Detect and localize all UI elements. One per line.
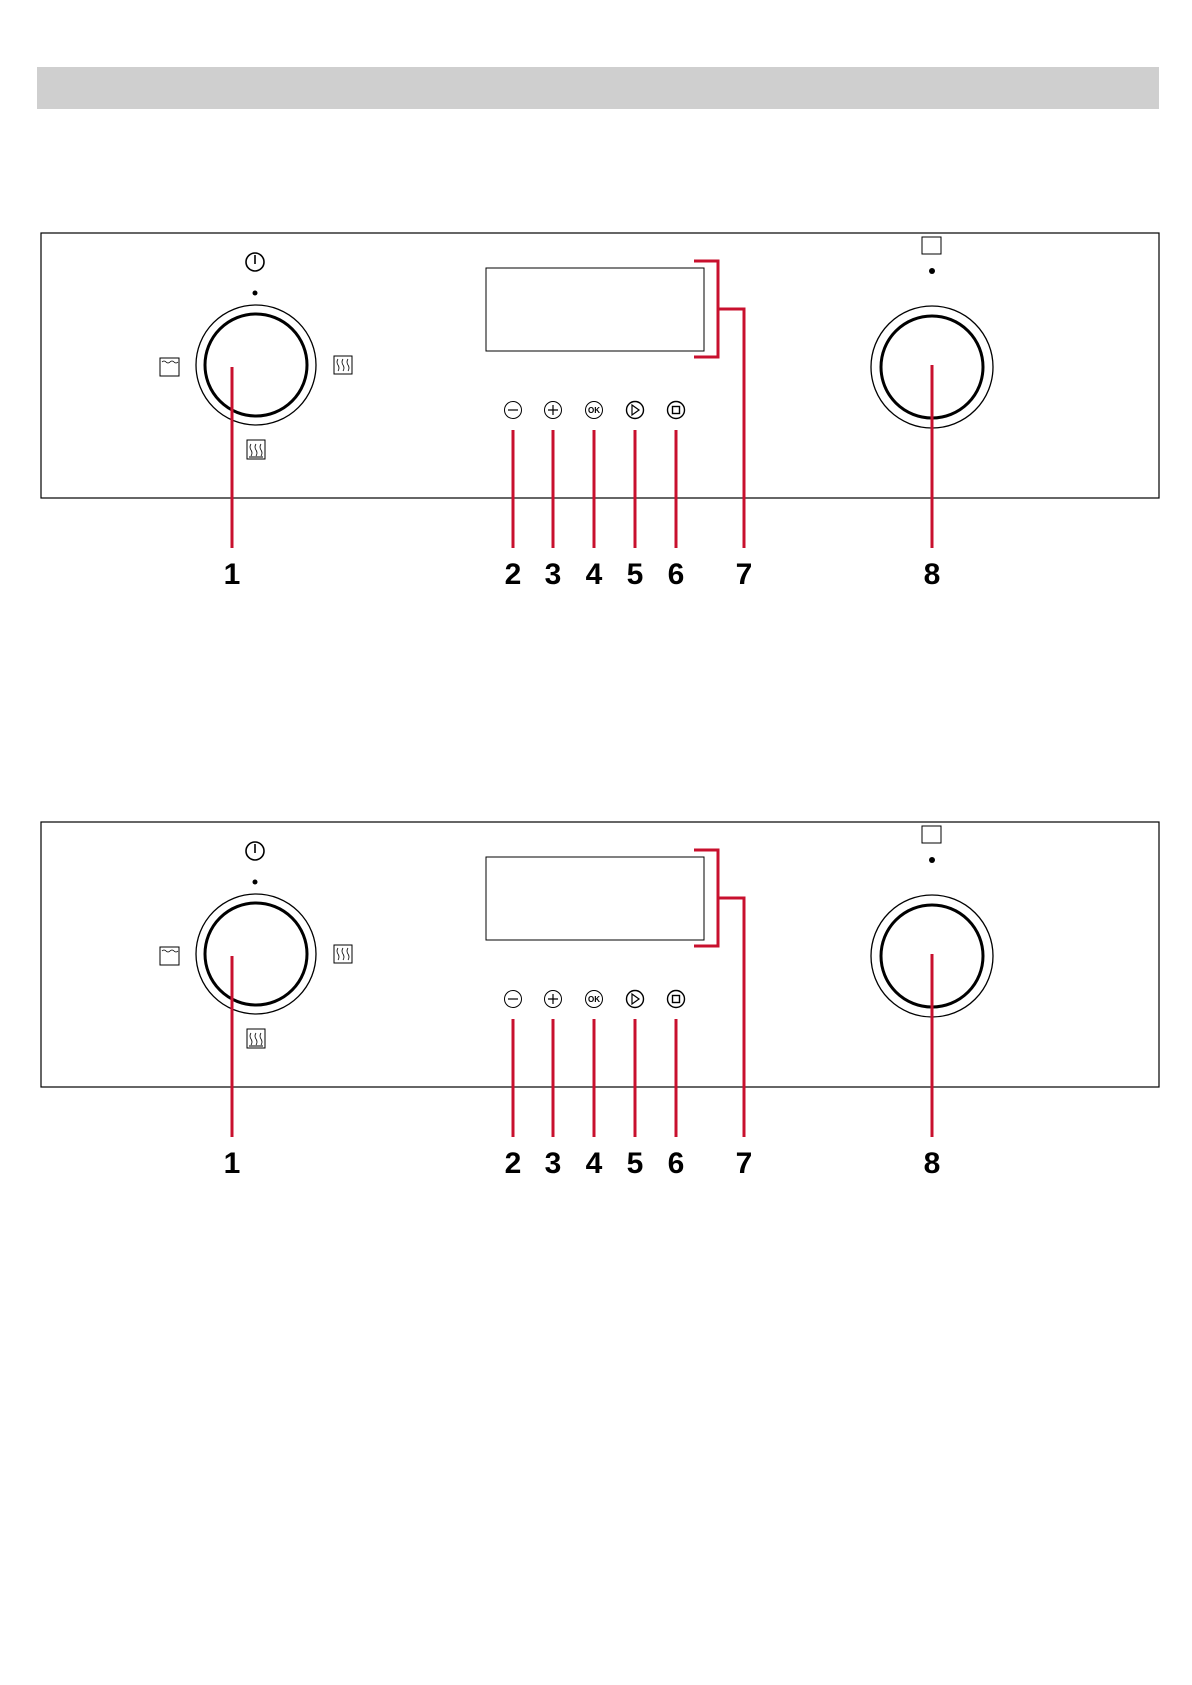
- dial-marker-dot: [929, 857, 935, 863]
- minus-button[interactable]: [505, 402, 522, 419]
- display-screen: [486, 857, 704, 940]
- plus-button[interactable]: [545, 991, 562, 1008]
- fan-heat-icon: [334, 945, 352, 963]
- control-panel-drawing: OK 1 2 3 4 5 6 7: [0, 809, 1192, 1179]
- callout-number-1: 1: [224, 1147, 241, 1180]
- section-header-bar: [37, 67, 1159, 109]
- callout-number-1: 1: [224, 558, 241, 591]
- ok-button[interactable]: OK: [586, 402, 603, 419]
- stop-button[interactable]: [668, 991, 685, 1008]
- callout-number-6: 6: [668, 558, 685, 591]
- start-button[interactable]: [627, 991, 644, 1008]
- dial-marker-dot: [253, 291, 258, 296]
- conventional-heat-icon: [160, 358, 179, 376]
- callout-number-3: 3: [545, 558, 562, 591]
- stop-button[interactable]: [668, 402, 685, 419]
- start-button[interactable]: [627, 402, 644, 419]
- page-footer-artifact: [0, 1680, 470, 1685]
- temperature-symbol-icon: [922, 237, 941, 254]
- callout-number-2: 2: [505, 1147, 522, 1180]
- ok-button[interactable]: OK: [586, 991, 603, 1008]
- callout-number-5: 5: [627, 1147, 644, 1180]
- ok-icon: OK: [588, 995, 600, 1004]
- control-panel-drawing: OK 1 2 3 4: [0, 220, 1192, 590]
- ok-icon: OK: [588, 406, 600, 415]
- dial-marker-dot: [253, 880, 258, 885]
- callout-number-2: 2: [505, 558, 522, 591]
- function-selector-knob[interactable]: [196, 894, 316, 1014]
- plus-button[interactable]: [545, 402, 562, 419]
- bottom-heat-fan-icon: [247, 440, 265, 459]
- power-icon: [246, 842, 264, 860]
- callout-number-4: 4: [586, 1147, 603, 1180]
- dial-marker-dot: [929, 268, 935, 274]
- callout-number-6: 6: [668, 1147, 685, 1180]
- callout-number-5: 5: [627, 558, 644, 591]
- power-icon: [246, 253, 264, 271]
- callout-number-4: 4: [586, 558, 603, 591]
- minus-button[interactable]: [505, 991, 522, 1008]
- control-panel-diagram-b: OK 1 2 3 4 5 6 7: [0, 809, 1192, 1179]
- function-selector-knob[interactable]: [196, 305, 316, 425]
- callout-number-3: 3: [545, 1147, 562, 1180]
- display-screen: [486, 268, 704, 351]
- temperature-symbol-icon: [922, 826, 941, 843]
- bottom-heat-fan-icon: [247, 1029, 265, 1048]
- callout-number-7: 7: [736, 1147, 753, 1180]
- control-panel-diagram-a: OK 1 2 3 4: [0, 220, 1192, 590]
- fan-heat-icon: [334, 356, 352, 374]
- callout-number-8: 8: [924, 558, 941, 591]
- callout-number-7: 7: [736, 558, 753, 591]
- conventional-heat-icon: [160, 947, 179, 965]
- callout-number-8: 8: [924, 1147, 941, 1180]
